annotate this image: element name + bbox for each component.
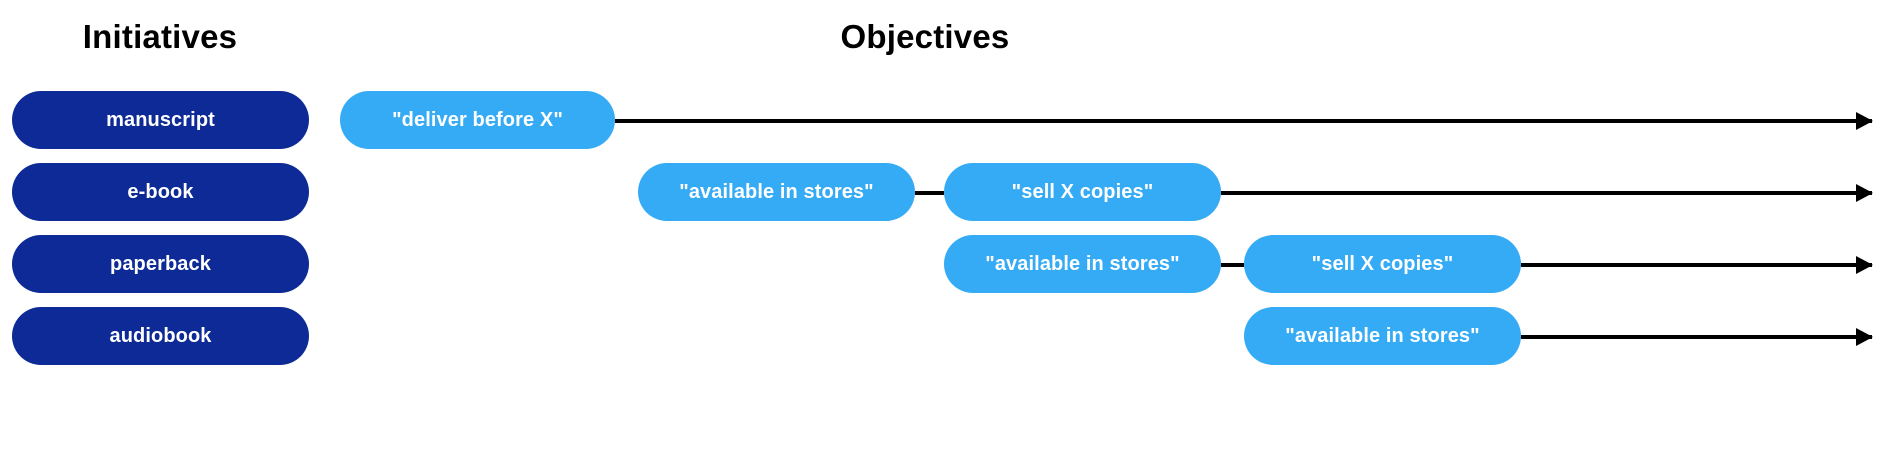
roadmap-row: paperback "available in stores" "sell X co… [0, 235, 1890, 293]
timeline-arrow [1521, 327, 1873, 346]
initiative-pill[interactable]: manuscript [12, 91, 309, 149]
initiative-pill[interactable]: paperback [12, 235, 309, 293]
timeline-arrow-line [615, 119, 1872, 123]
timeline-arrow [1521, 255, 1873, 274]
objective-connector-line [1221, 263, 1244, 267]
timeline-arrow [615, 111, 1873, 130]
timeline-arrow-line [1521, 263, 1872, 267]
timeline-arrow-line [1221, 191, 1872, 195]
timeline-arrow-head-icon [1856, 183, 1873, 202]
objective-connector-line [915, 191, 944, 195]
objective-pill[interactable]: "available in stores" [1244, 307, 1521, 365]
objective-pill[interactable]: "deliver before X" [340, 91, 615, 149]
initiative-pill[interactable]: audiobook [12, 307, 309, 365]
timeline-arrow-head-icon [1856, 255, 1873, 274]
roadmap-row: e-book "available in stores" "sell X copie… [0, 163, 1890, 221]
objective-pill[interactable]: "sell X copies" [944, 163, 1221, 221]
objective-pill[interactable]: "sell X copies" [1244, 235, 1521, 293]
timeline-arrow-head-icon [1856, 327, 1873, 346]
roadmap-row: audiobook "available in stores" [0, 307, 1890, 365]
objective-pill[interactable]: "available in stores" [944, 235, 1221, 293]
timeline-arrow-line [1521, 335, 1872, 339]
initiative-pill[interactable]: e-book [12, 163, 309, 221]
timeline-arrow [1221, 183, 1873, 202]
roadmap-row: manuscript "deliver before X" [0, 91, 1890, 149]
initiatives-column-title: Initiatives [82, 18, 238, 55]
objective-pill[interactable]: "available in stores" [638, 163, 915, 221]
timeline-arrow-head-icon [1856, 111, 1873, 130]
objectives-column-title: Objectives [840, 18, 1010, 55]
